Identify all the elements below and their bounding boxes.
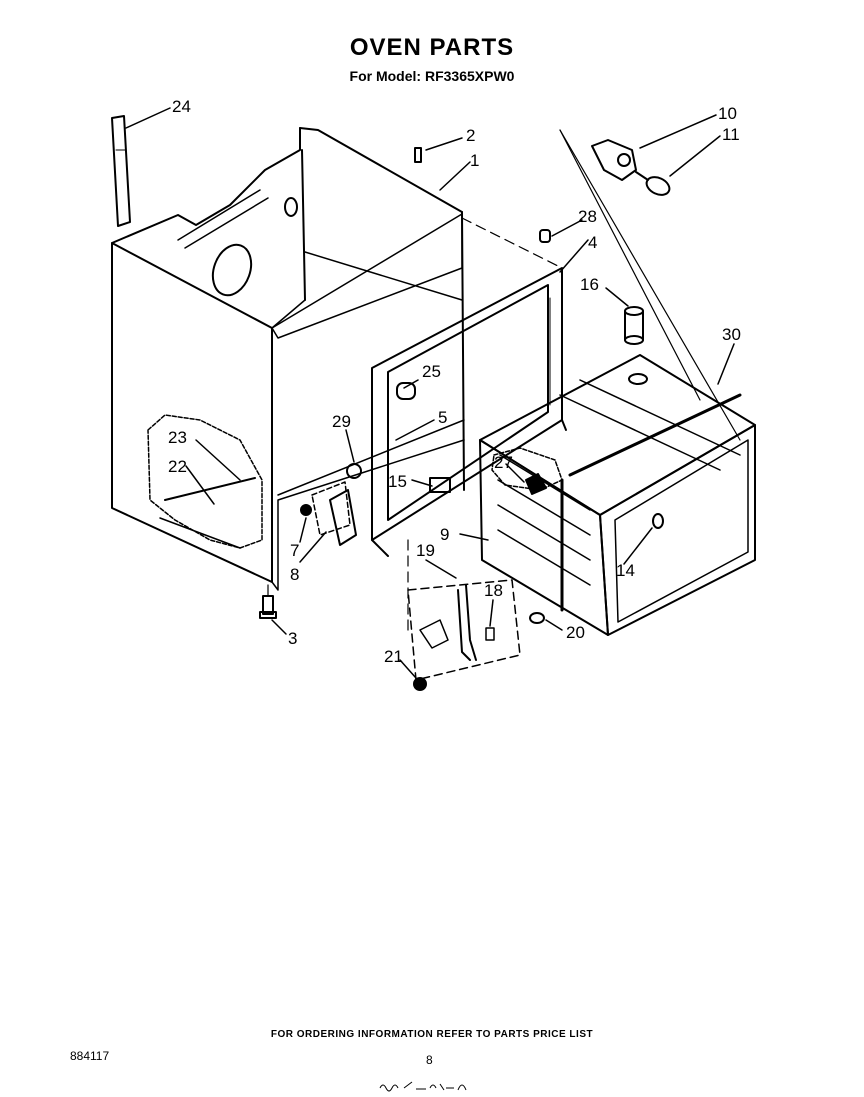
callout-11: 11 — [722, 125, 740, 144]
callout-27: 27 — [494, 453, 513, 472]
oven-front-frame — [371, 267, 567, 557]
callout-labels: 24 2 1 28 4 10 11 16 30 25 5 29 23 22 27… — [168, 97, 741, 666]
callout-22: 22 — [168, 457, 187, 476]
callout-29: 29 — [332, 412, 351, 431]
page-title: OVEN PARTS — [349, 34, 515, 61]
callout-2: 2 — [466, 126, 475, 145]
callout-19: 19 — [416, 541, 435, 560]
model-subtitle: For Model: RF3365XPW0 — [349, 68, 515, 84]
callout-8: 8 — [290, 565, 299, 584]
oven-light-assembly — [591, 139, 671, 196]
callout-20: 20 — [566, 623, 585, 642]
door-latch-assembly — [407, 579, 521, 681]
callout-28: 28 — [578, 207, 597, 226]
callout-4: 4 — [588, 233, 597, 252]
callout-9: 9 — [440, 525, 449, 544]
callout-5: 5 — [438, 408, 447, 427]
drawing-number: 884117 — [70, 1049, 110, 1063]
callout-leaders — [125, 107, 735, 679]
callout-24: 24 — [172, 97, 191, 116]
callout-7: 7 — [290, 541, 299, 560]
oven-liner — [479, 354, 756, 636]
callout-16: 16 — [580, 275, 599, 294]
rear-vent-cover — [111, 115, 131, 227]
handwritten-mark — [379, 1081, 467, 1092]
callout-1: 1 — [470, 151, 479, 170]
callout-18: 18 — [484, 581, 503, 600]
page-number: 8 — [426, 1053, 433, 1067]
callout-30: 30 — [722, 325, 741, 344]
door-stop-bracket — [311, 481, 357, 546]
assembly-guide-lines — [267, 129, 741, 631]
callout-10: 10 — [718, 104, 737, 123]
callout-25: 25 — [422, 362, 441, 381]
ordering-note: FOR ORDERING INFORMATION REFER TO PARTS … — [270, 1029, 594, 1040]
fasteners — [259, 147, 551, 691]
callout-23: 23 — [168, 428, 187, 447]
callout-15: 15 — [388, 472, 407, 491]
vent-tube — [624, 306, 644, 345]
callout-21: 21 — [384, 647, 403, 666]
callout-3: 3 — [288, 629, 297, 648]
callout-14: 14 — [616, 561, 635, 580]
